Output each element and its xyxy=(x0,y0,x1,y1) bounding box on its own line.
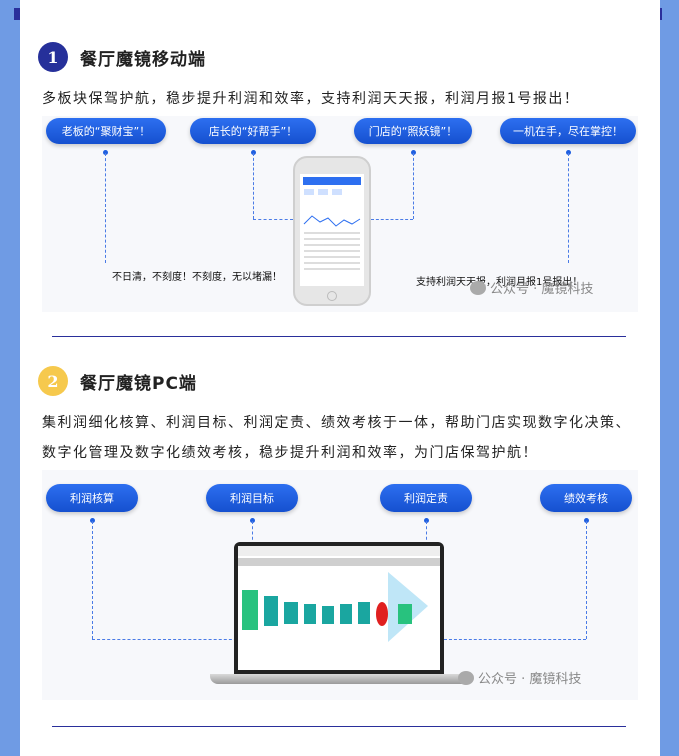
laptop-base xyxy=(210,674,470,684)
wechat-icon xyxy=(470,280,486,295)
section-number-badge: 2 xyxy=(38,366,68,396)
connector-line xyxy=(92,639,242,640)
pill-performance: 绩效考核 xyxy=(540,484,632,512)
profit-flow-graphic xyxy=(238,546,440,642)
pill-store: 门店的“照妖镜”！ xyxy=(354,118,472,144)
connector-dot xyxy=(584,518,589,523)
connector-line xyxy=(253,153,254,219)
laptop-screen xyxy=(234,542,444,674)
pill-profit-responsibility: 利润定责 xyxy=(380,484,472,512)
mobile-figure: 老板的“聚财宝”！ 店长的“好帮手”！ 门店的“照妖镜”！ 一机在手，尽在掌控！ xyxy=(42,116,638,312)
connector-dot xyxy=(103,150,108,155)
laptop-display xyxy=(238,546,440,670)
watermark-text: 公众号 · 魔镜科技 xyxy=(478,672,582,687)
connector-line xyxy=(105,153,106,263)
divider xyxy=(52,336,626,337)
pill-profit-target: 利润目标 xyxy=(206,484,298,512)
connector-dot xyxy=(424,518,429,523)
watermark: 公众号 · 魔镜科技 xyxy=(470,278,593,297)
phone-mockup xyxy=(293,156,371,306)
connector-line xyxy=(568,153,569,263)
connector-line xyxy=(252,521,253,545)
section-title: 餐厅魔镜PC端 xyxy=(80,373,197,394)
connector-line xyxy=(426,521,427,545)
pc-figure: 利润核算 利润目标 利润定责 绩效考核 xyxy=(42,470,638,700)
section-1-description: 多板块保驾护航，稳步提升利润和效率，支持利润天天报，利润月报1号报出！ xyxy=(42,91,580,107)
home-button xyxy=(327,291,337,301)
section-1-header: 1 餐厅魔镜移动端 xyxy=(38,42,206,72)
connector-dot xyxy=(411,150,416,155)
watermark-text: 公众号 · 魔镜科技 xyxy=(490,282,594,297)
divider xyxy=(52,726,626,727)
connector-dot xyxy=(251,150,256,155)
connector-line xyxy=(253,219,293,220)
section-2-header: 2 餐厅魔镜PC端 xyxy=(38,366,197,396)
section-title: 餐厅魔镜移动端 xyxy=(80,49,206,70)
phone-screen xyxy=(300,174,364,286)
connector-dot xyxy=(250,518,255,523)
caption-right: 支持利润天天报，利润月报1号报出！ xyxy=(416,277,583,288)
watermark: 公众号 · 魔镜科技 xyxy=(458,668,581,687)
pill-profit-accounting: 利润核算 xyxy=(46,484,138,512)
connector-line xyxy=(444,639,586,640)
phone-dashboard-graphic xyxy=(303,177,361,270)
connector-line xyxy=(413,153,414,219)
caption-left: 不日清，不刻度！不刻度，无以堵漏！ xyxy=(112,272,282,283)
connector-dot xyxy=(566,150,571,155)
pill-boss: 老板的“聚财宝”！ xyxy=(46,118,166,144)
section-number-badge: 1 xyxy=(38,42,68,72)
connector-dot xyxy=(90,518,95,523)
pill-manager: 店长的“好帮手”！ xyxy=(190,118,316,144)
section-2-description: 集利润细化核算、利润目标、利润定责、绩效考核于一体，帮助门店实现数字化决策、数字… xyxy=(42,415,631,461)
pill-control: 一机在手，尽在掌控！ xyxy=(500,118,636,144)
connector-line xyxy=(92,521,93,639)
wechat-icon xyxy=(458,670,474,685)
connector-line xyxy=(371,219,413,220)
connector-line xyxy=(586,521,587,639)
